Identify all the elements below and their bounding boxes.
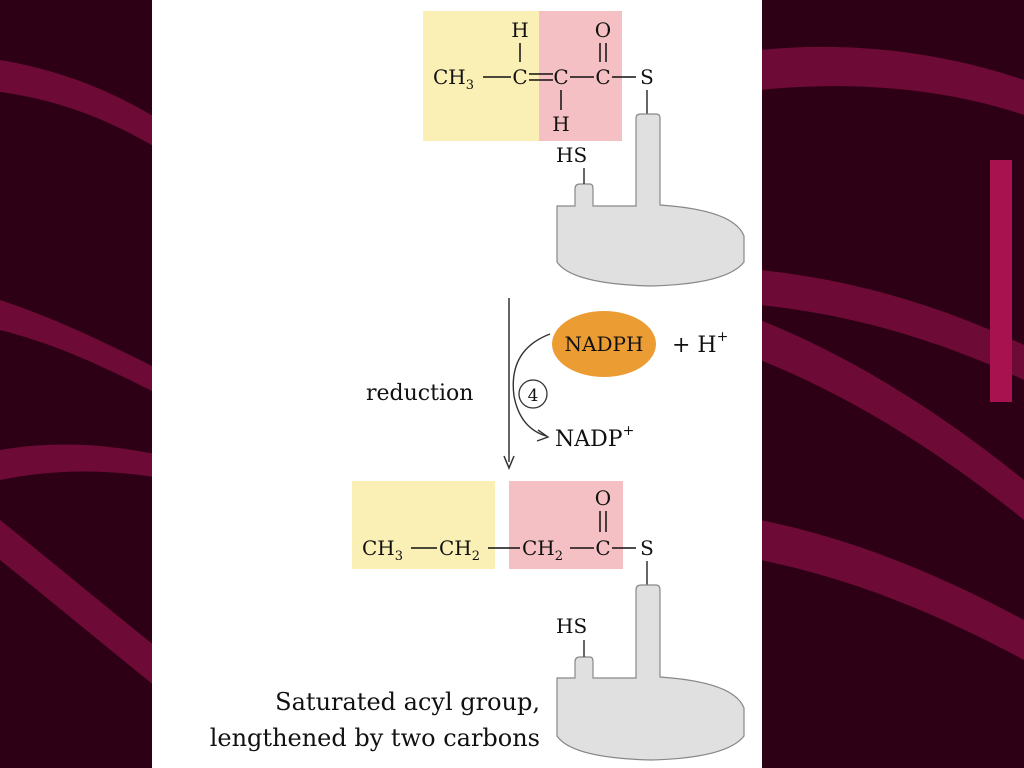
top-o-top: O xyxy=(595,18,611,42)
step-number-circle xyxy=(518,379,548,409)
nadph-label: NADPH xyxy=(565,332,644,356)
top-h-bottom: H xyxy=(552,112,569,136)
bottom-enzyme-body xyxy=(556,584,745,761)
top-c-right: C xyxy=(595,65,610,89)
step-number: 4 xyxy=(528,386,539,406)
top-c-mid: C xyxy=(553,65,568,89)
top-ch3: CH3 xyxy=(433,65,474,93)
nadp-label: NADP+ xyxy=(555,423,634,452)
ribbon-right-1 xyxy=(760,46,1024,115)
top-h-top: H xyxy=(511,18,528,42)
ribbon-right-bar xyxy=(990,160,1012,402)
step-label: reduction xyxy=(366,381,473,406)
bottom-c-right: C xyxy=(595,536,610,560)
top-thioester-box xyxy=(539,11,622,141)
bottom-thioester-box xyxy=(509,481,623,569)
caption-line-1: Saturated acyl group, xyxy=(275,688,540,716)
bottom-ch2-a: CH2 xyxy=(439,536,480,564)
bottom-ch2-b: CH2 xyxy=(522,536,563,564)
ribbon-right-4 xyxy=(760,520,1024,660)
bottom-ch3: CH3 xyxy=(362,536,403,564)
ribbon-left-3 xyxy=(0,444,160,480)
top-s: S xyxy=(640,65,654,89)
diagram-panel: H O CH3 C C C S H HS reduction 4 xyxy=(152,0,762,768)
ribbon-left-1 xyxy=(0,60,160,150)
reduction-step: reduction 4 NADPH + H+ NADP+ xyxy=(366,298,728,470)
reaction-diagram: H O CH3 C C C S H HS reduction 4 xyxy=(210,11,745,761)
top-c-left: C xyxy=(512,65,527,89)
bottom-hs-label: HS xyxy=(556,614,587,638)
bottom-s: S xyxy=(640,536,654,560)
ribbon-right-2 xyxy=(760,270,1024,380)
ribbon-left-2 xyxy=(0,300,160,395)
cofactor-curved-arrow xyxy=(512,333,551,437)
top-enzyme: HS xyxy=(556,90,745,287)
ribbon-left-4 xyxy=(0,520,160,690)
cofactor-arrow-head xyxy=(536,429,550,442)
reaction-arrow-head xyxy=(503,455,515,470)
bottom-molecule: O CH3 CH2 CH2 C S xyxy=(352,481,654,569)
bottom-enzyme: HS xyxy=(556,561,745,761)
top-molecule: H O CH3 C C C S H xyxy=(423,11,654,141)
top-methyl-box xyxy=(423,11,539,141)
plus-h-label: + H+ xyxy=(672,329,728,358)
bottom-methyl-box xyxy=(352,481,495,569)
top-hs-label: HS xyxy=(556,143,587,167)
nadph-ellipse xyxy=(552,311,656,377)
ribbon-right-3 xyxy=(760,320,1024,520)
bottom-o-top: O xyxy=(595,486,611,510)
top-enzyme-body xyxy=(556,113,745,287)
caption-line-2: lengthened by two carbons xyxy=(210,724,540,752)
